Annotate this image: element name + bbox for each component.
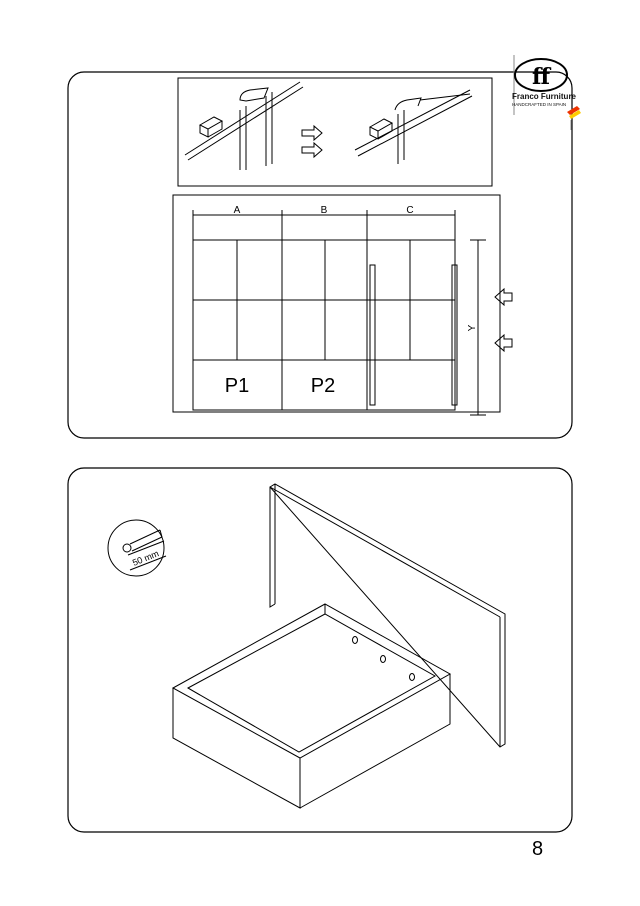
arrow-left-icon	[494, 333, 513, 353]
arrow-left-icon	[494, 287, 513, 307]
wardrobe-elevation	[172, 194, 513, 416]
screw-icon	[107, 519, 167, 577]
screw-length: 50 mm	[131, 548, 160, 568]
franco-furniture-logo: ff	[513, 55, 581, 130]
dimension-b: B	[321, 205, 328, 216]
panel-label-p1: P1	[225, 375, 249, 397]
hinge-detail	[177, 77, 493, 187]
logo-tagline: HANDCRAFTED IN SPAIN	[512, 102, 567, 107]
bottom-panel-frame	[67, 467, 573, 833]
dimension-c: C	[406, 205, 413, 216]
dimension-a: A	[234, 205, 241, 216]
top-panel-frame	[67, 71, 573, 439]
svg-text:ff: ff	[532, 64, 552, 90]
dimension-y: Y	[467, 324, 478, 331]
panel-label-p2: P2	[311, 375, 335, 397]
logo-brand: Franco Furniture	[512, 92, 577, 101]
bed-drawer-assembly	[171, 483, 506, 809]
page-number: 8	[532, 838, 544, 860]
